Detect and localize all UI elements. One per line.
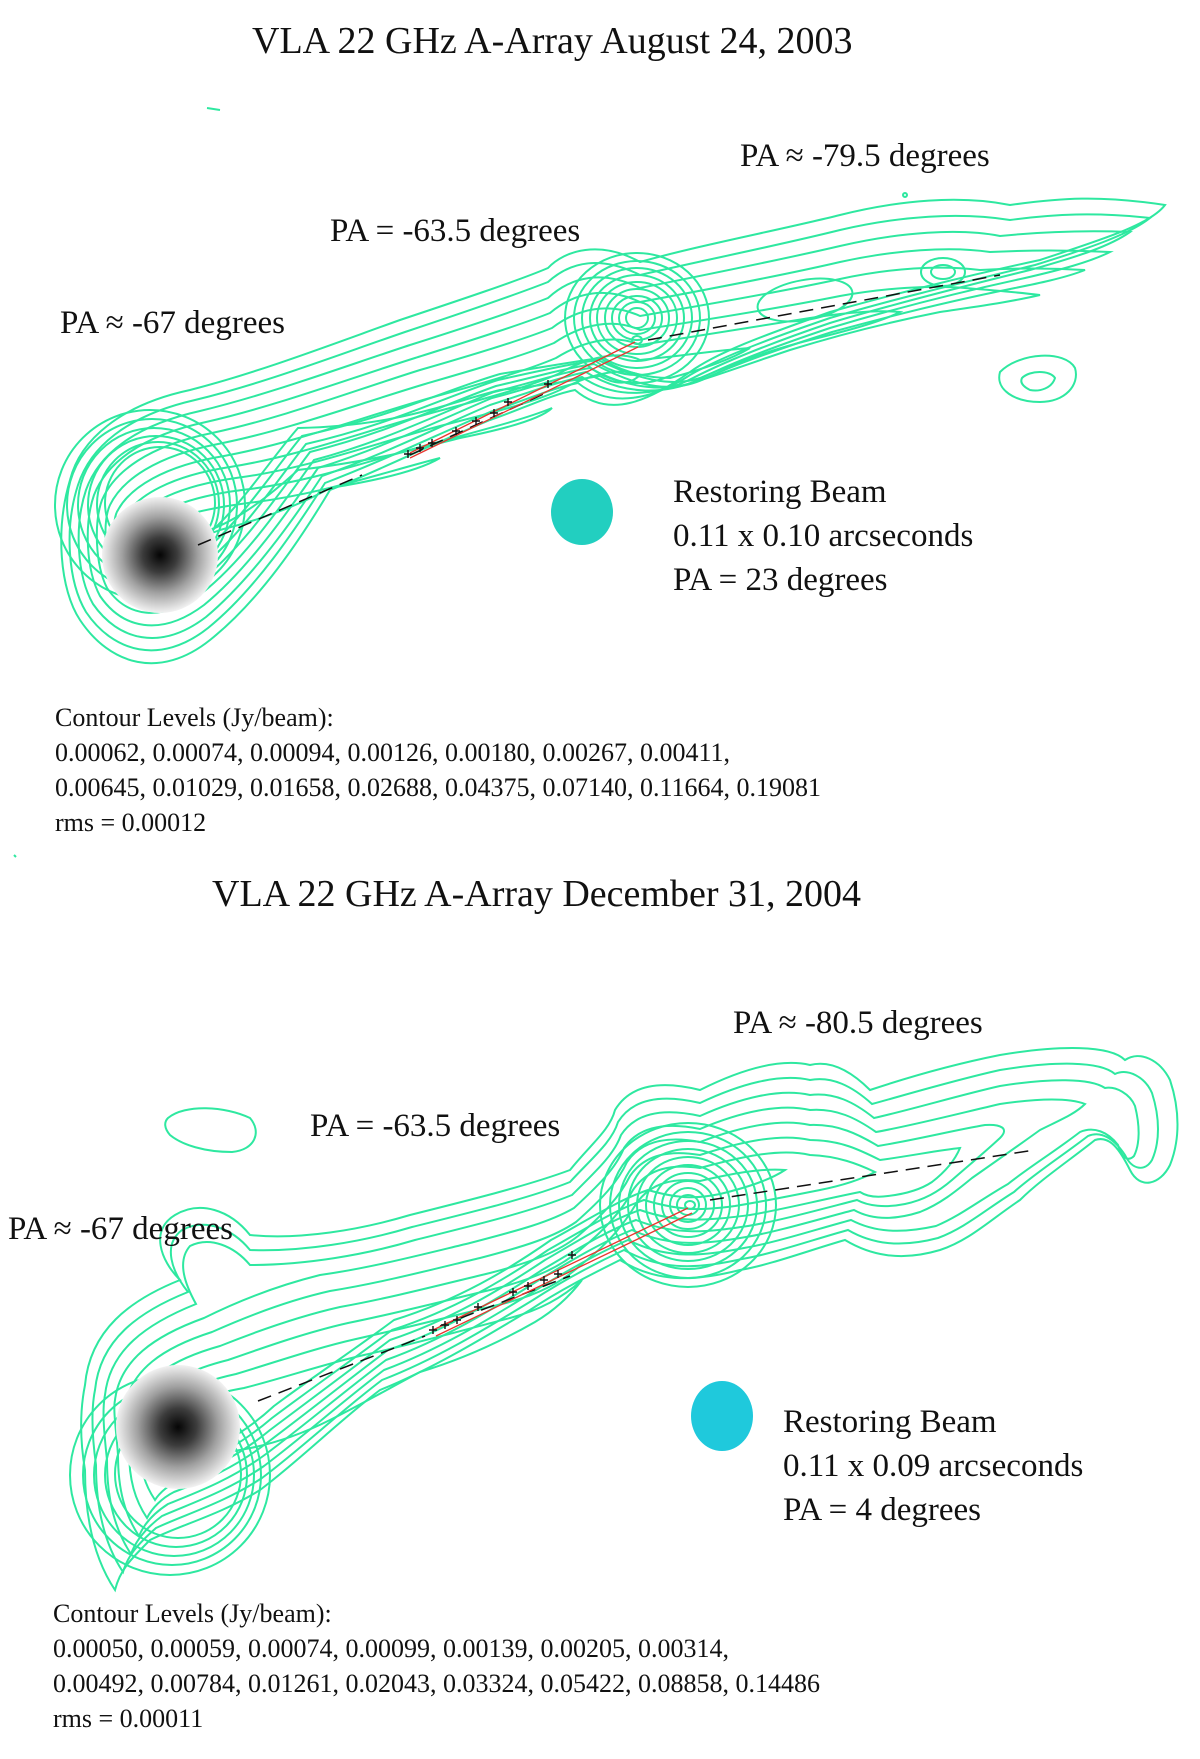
panel-1-rms: rms = 0.00012 <box>55 808 207 837</box>
panel-2-beam-size: 0.11 x 0.09 arcseconds <box>783 1448 1084 1484</box>
panel-2-island <box>164 1107 257 1154</box>
panel-2-map <box>13 854 1179 1593</box>
panel-1-contour <box>77 230 1134 639</box>
panel-2-contour-heading: Contour Levels (Jy/beam): <box>53 1599 332 1628</box>
panel-1-title: VLA 22 GHz A-Array August 24, 2003 <box>252 20 853 62</box>
panel-1-beam-info: Restoring Beam 0.11 x 0.10 arcseconds PA… <box>673 470 973 602</box>
panel-1-beam-pa: PA = 23 degrees <box>673 562 888 598</box>
panel-1-restoring-beam <box>551 479 613 545</box>
panel-1-contour <box>86 248 1114 627</box>
panel-1-contour <box>104 285 1041 602</box>
panel-1-beam-size: 0.11 x 0.10 arcseconds <box>673 518 974 554</box>
panel-1-contour-line-2: 0.00645, 0.01029, 0.01658, 0.02688, 0.04… <box>55 773 822 802</box>
panel-1-contour <box>95 266 1086 614</box>
panel-1-axes <box>197 274 1001 546</box>
panel-1-contour <box>68 213 1153 652</box>
panel-1-beam-title: Restoring Beam <box>673 474 887 510</box>
panel-2-pa-middle: PA = -63.5 degrees <box>310 1108 561 1144</box>
panel-2-contour <box>102 1079 1140 1557</box>
panel-2-beam-title: Restoring Beam <box>783 1404 997 1440</box>
panel-2-restoring-beam <box>691 1381 753 1451</box>
panel-2-contour <box>163 1279 583 1454</box>
panel-2-axes <box>257 1149 1036 1402</box>
panel-2-contour-outer <box>80 1047 1179 1593</box>
panel-2-beam-pa: PA = 4 degrees <box>783 1492 981 1528</box>
panel-2-contour <box>123 1121 1005 1520</box>
panel-1-map <box>54 107 1167 665</box>
panel-2-core-image <box>116 1365 240 1489</box>
panel-2-contour <box>133 1136 962 1502</box>
panel-2-contour-levels: Contour Levels (Jy/beam): 0.00050, 0.000… <box>53 1596 820 1736</box>
panel-1-core-image <box>102 497 218 613</box>
panel-1-island <box>1020 371 1057 392</box>
panel-1-pa-outer: PA ≈ -79.5 degrees <box>740 138 990 174</box>
panel-2-title: VLA 22 GHz A-Array December 31, 2004 <box>212 873 861 915</box>
panel-2-contour <box>113 1098 1087 1539</box>
panel-1-pa-inner: PA ≈ -67 degrees <box>60 305 285 341</box>
panel-1-contour-outer <box>60 197 1167 665</box>
panel-1-contour-line-1: 0.00062, 0.00074, 0.00094, 0.00126, 0.00… <box>55 738 731 767</box>
panel-2-beam-info: Restoring Beam 0.11 x 0.09 arcseconds PA… <box>783 1400 1083 1532</box>
panel-2-contour-line-2: 0.00492, 0.00784, 0.01261, 0.02043, 0.03… <box>53 1669 820 1698</box>
panel-1-contour-levels: Contour Levels (Jy/beam): 0.00062, 0.000… <box>55 700 821 840</box>
panel-1-island <box>998 354 1077 404</box>
panel-1-pa-middle: PA = -63.5 degrees <box>330 213 581 249</box>
panel-2-contour-line-1: 0.00050, 0.00059, 0.00074, 0.00099, 0.00… <box>53 1634 729 1663</box>
panel-2-rms: rms = 0.00011 <box>53 1704 204 1733</box>
panel-2-pa-inner: PA ≈ -67 degrees <box>8 1211 233 1247</box>
panel-2-pa-outer: PA ≈ -80.5 degrees <box>733 1005 983 1041</box>
panel-1-contour-heading: Contour Levels (Jy/beam): <box>55 703 334 732</box>
